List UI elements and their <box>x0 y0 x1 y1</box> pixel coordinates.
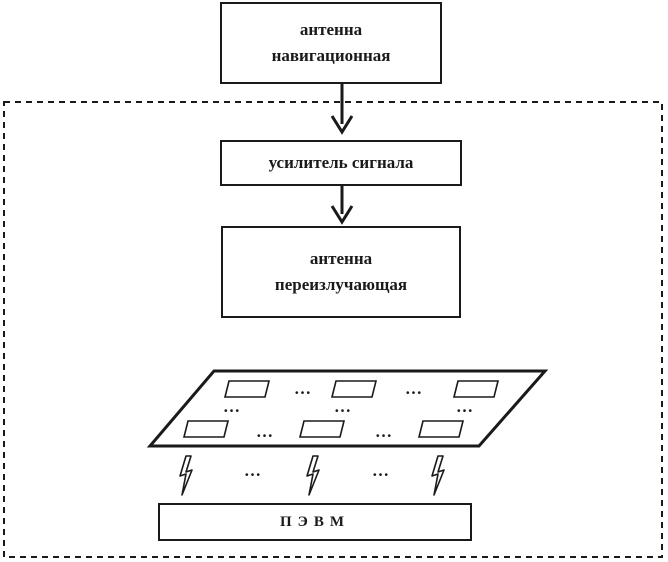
receiver-cell <box>223 380 271 398</box>
reradiating-antenna-label-line2: переизлучающая <box>274 275 408 294</box>
receiver-cell <box>417 420 465 438</box>
lightning-bolt-icon <box>179 455 193 496</box>
panel-ellipsis: … <box>334 397 351 416</box>
receiver-cell <box>330 380 378 398</box>
pc-label: ПЭВМ <box>279 514 350 530</box>
receiver-cell <box>182 420 230 438</box>
arrow-down-icon <box>330 186 354 225</box>
dashed-boundary <box>3 101 663 558</box>
panel-ellipsis: … <box>405 379 422 398</box>
panel-ellipsis: … <box>223 397 240 416</box>
lightning-bolt-icon <box>431 455 445 496</box>
panel-ellipsis: … <box>294 379 311 398</box>
navigation-antenna-block: антенна навигационная <box>220 2 442 84</box>
reradiating-antenna-block: антенна переизлучающая <box>221 226 461 318</box>
links-ellipsis: … <box>244 461 261 480</box>
reradiating-antenna-label-line1: антенна <box>309 249 373 268</box>
arrow-down-icon <box>330 84 354 135</box>
lightning-bolt-icon <box>306 455 320 496</box>
panel-ellipsis: … <box>375 422 392 441</box>
panel-ellipsis: … <box>456 397 473 416</box>
pc-block: ПЭВМ <box>158 503 472 541</box>
links-ellipsis: … <box>372 461 389 480</box>
signal-amplifier-block: усилитель сигнала <box>220 140 462 186</box>
receiver-cell <box>452 380 500 398</box>
navigation-antenna-label-line2: навигационная <box>271 46 391 65</box>
signal-amplifier-label: усилитель сигнала <box>268 153 414 172</box>
panel-ellipsis: … <box>256 422 273 441</box>
receiver-panel <box>146 369 549 448</box>
navigation-antenna-label-line1: антенна <box>299 20 363 39</box>
receiver-cell <box>298 420 346 438</box>
